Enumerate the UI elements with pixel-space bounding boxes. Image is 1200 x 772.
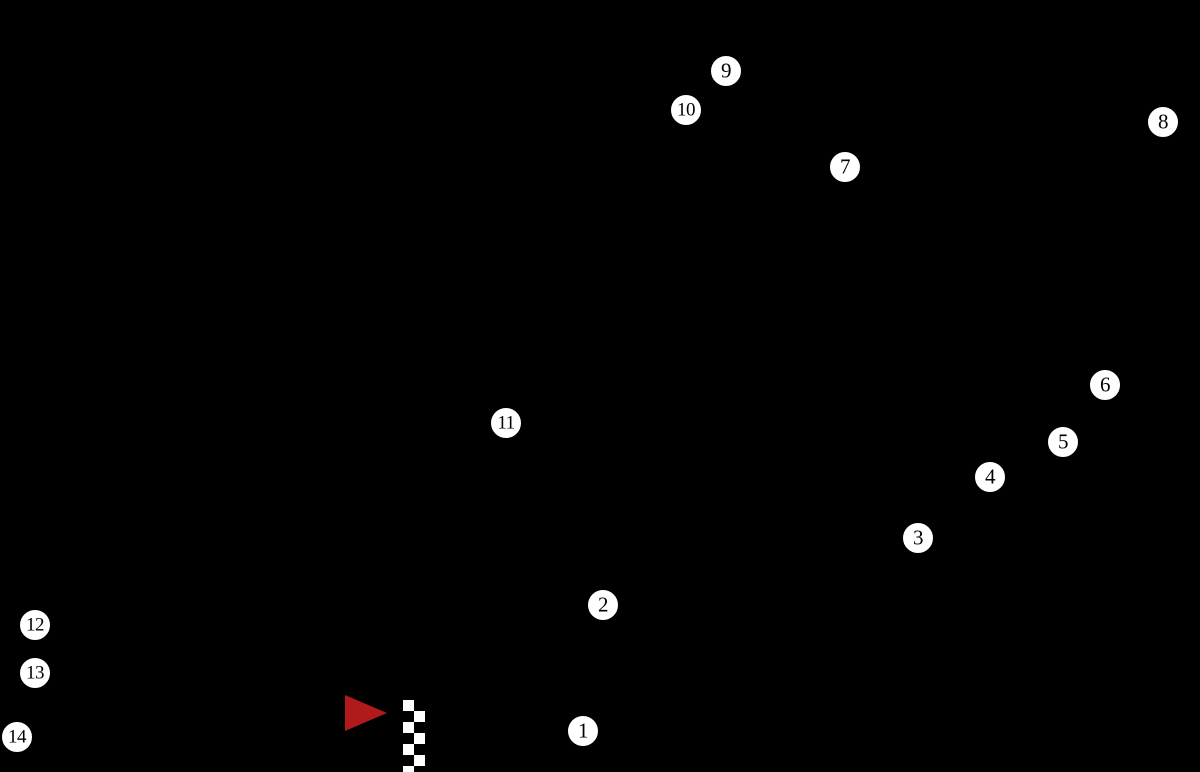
corner-marker-label: 3 xyxy=(913,525,924,549)
corner-marker-1[interactable]: 1 xyxy=(567,715,599,747)
start-finish-cell xyxy=(414,711,425,722)
start-finish-cell xyxy=(403,766,414,772)
start-finish-cell xyxy=(414,744,425,755)
start-finish-cell xyxy=(414,700,425,711)
corner-marker-10[interactable]: 10 xyxy=(670,94,702,126)
corner-marker-2[interactable]: 2 xyxy=(587,589,619,621)
corner-marker-label: 14 xyxy=(8,726,27,747)
start-finish-cell xyxy=(414,722,425,733)
start-finish-cell xyxy=(403,744,414,755)
corner-marker-13[interactable]: 13 xyxy=(19,657,51,689)
corner-marker-label: 9 xyxy=(721,58,732,82)
corner-marker-9[interactable]: 9 xyxy=(710,55,742,87)
corner-marker-3[interactable]: 3 xyxy=(902,522,934,554)
start-finish-cell xyxy=(414,733,425,744)
start-finish-cell xyxy=(403,711,414,722)
corner-marker-label: 7 xyxy=(840,154,851,178)
corner-marker-label: 11 xyxy=(497,412,515,433)
corner-marker-6[interactable]: 6 xyxy=(1089,369,1121,401)
corner-marker-label: 4 xyxy=(985,464,996,488)
corner-marker-label: 10 xyxy=(677,99,696,120)
corner-marker-12[interactable]: 12 xyxy=(19,609,51,641)
corner-marker-4[interactable]: 4 xyxy=(974,461,1006,493)
corner-marker-label: 13 xyxy=(26,662,45,683)
corner-marker-label: 8 xyxy=(1158,109,1169,133)
corner-marker-label: 5 xyxy=(1058,429,1069,453)
start-finish-cell xyxy=(403,722,414,733)
start-finish-cell xyxy=(403,700,414,711)
start-finish-cell xyxy=(403,733,414,744)
corner-marker-8[interactable]: 8 xyxy=(1147,106,1179,138)
corner-marker-label: 1 xyxy=(578,718,589,742)
corner-marker-label: 12 xyxy=(26,614,45,635)
start-finish-cell xyxy=(414,755,425,766)
direction-of-travel-arrow xyxy=(345,695,387,731)
corner-marker-label: 2 xyxy=(598,592,609,616)
corner-marker-11[interactable]: 11 xyxy=(490,407,522,439)
start-finish-cell xyxy=(414,766,425,772)
start-finish-cell xyxy=(403,755,414,766)
corner-marker-7[interactable]: 7 xyxy=(829,151,861,183)
corner-marker-5[interactable]: 5 xyxy=(1047,426,1079,458)
corner-marker-14[interactable]: 14 xyxy=(1,721,33,753)
corner-marker-label: 6 xyxy=(1100,372,1111,396)
start-finish-line xyxy=(403,700,425,772)
